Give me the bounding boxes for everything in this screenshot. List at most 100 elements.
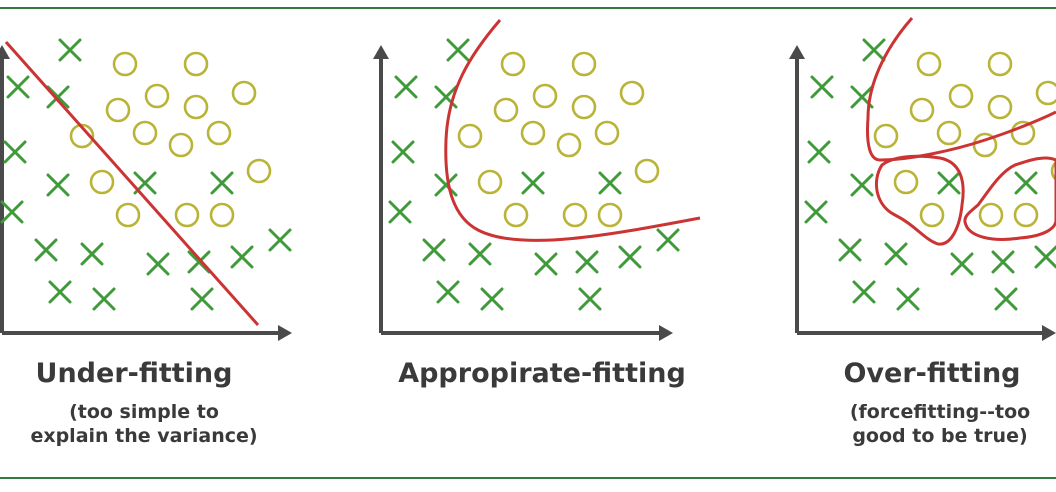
- panel-3-circle-point: [1010, 120, 1036, 146]
- panel-2-cross-point: [434, 173, 458, 197]
- panel-2-cross-point: [436, 280, 460, 304]
- panel-3-circle-point: [1035, 80, 1056, 106]
- panel-3-circle-point: [987, 51, 1013, 77]
- panel-1-cross-point: [0, 200, 24, 224]
- panel-3-cross-point: [950, 252, 974, 276]
- panel-3-cross-point: [994, 287, 1018, 311]
- panel-2-circle-point: [597, 202, 623, 228]
- panel-2-circle-point: [520, 120, 546, 146]
- panel-1-cross-point: [3, 140, 27, 164]
- panel-2-circle-point: [594, 120, 620, 146]
- panel-1-cross-point: [92, 287, 116, 311]
- overfitting-subtitle-line-1: (forcefitting--too: [849, 401, 1031, 423]
- panel-2-y-axis-arrow: [373, 45, 389, 59]
- panel-1-cross-point: [48, 280, 72, 304]
- panel-2-cross-point: [618, 245, 642, 269]
- panel-1-circle-point: [89, 169, 115, 195]
- panel-3-cross-point: [862, 38, 886, 62]
- panel-2-circle-point: [457, 123, 483, 149]
- underfitting-subtitle-line-2: explain the variance): [30, 425, 258, 447]
- panel-1-circle-point: [174, 202, 200, 228]
- overfitting-boundary-upper: [866, 17, 1056, 162]
- overfitting-boundary-right-loop: [963, 156, 1056, 241]
- panel-3-circle-point: [1050, 160, 1056, 182]
- appropriate-fitting-title: Appropirate-fitting: [398, 358, 686, 389]
- panel-3-cross-point: [804, 200, 828, 224]
- panel-1-circle-point: [231, 80, 257, 106]
- panel-3-circle-point: [919, 202, 945, 228]
- panel-1-circle-point: [132, 120, 158, 146]
- panel-1-circle-point: [144, 83, 170, 109]
- panel-3-circle-point: [948, 83, 974, 109]
- panel-3-cross-point: [1014, 171, 1038, 195]
- panel-2-circle-point: [619, 80, 645, 106]
- panel-2-cross-point: [656, 228, 680, 252]
- panel-1-cross-point: [46, 85, 70, 109]
- appropriate-fitting-curved-boundary: [444, 19, 701, 242]
- panel-2-cross-point: [388, 200, 412, 224]
- underfitting-subtitle: (too simple to explain the variance): [0, 400, 324, 448]
- panel-2-cross-point: [446, 38, 470, 62]
- panel-1-circle-point: [168, 132, 194, 158]
- panel-3-circle-point: [893, 169, 919, 195]
- panel-3-circle-point: [936, 120, 962, 146]
- panel-3-cross-point: [1034, 245, 1056, 269]
- panel-1-cross-point: [58, 38, 82, 62]
- panel-3-cross-point: [937, 171, 961, 195]
- underfitting-subtitle-line-1: (too simple to: [69, 401, 219, 423]
- panel-3-cross-point: [810, 75, 834, 99]
- panel-3-cross-point: [896, 287, 920, 311]
- panel-2-circle-point: [503, 202, 529, 228]
- panel-2-circle-point: [634, 158, 660, 184]
- overfitting-boundary-left-loop: [874, 154, 965, 246]
- overfitting-subtitle: (forcefitting--too good to be true): [760, 400, 1056, 448]
- panel-1-circle-point: [105, 97, 131, 123]
- panel-3-circle-point: [1013, 202, 1039, 228]
- panel-2-circle-point: [562, 202, 588, 228]
- panel-1-x-axis-arrow: [278, 325, 292, 341]
- panel-2-cross-point: [480, 287, 504, 311]
- panel-2-circle-point: [493, 97, 519, 123]
- panel-3-x-axis-arrow: [1042, 325, 1056, 341]
- panel-2-circle-point: [532, 83, 558, 109]
- panel-1-cross-point: [187, 250, 211, 274]
- panel-3-y-axis-arrow: [789, 45, 805, 59]
- panel-1-cross-point: [46, 173, 70, 197]
- panel-2-cross-point: [468, 242, 492, 266]
- overfitting-title: Over-fitting: [843, 358, 1021, 389]
- panel-2-cross-point: [394, 75, 418, 99]
- panel-2-cross-point: [575, 250, 599, 274]
- overfitting-subtitle-line-2: good to be true): [852, 425, 1028, 447]
- panel-3-circle-point: [978, 202, 1004, 228]
- panel-1-circle-point: [112, 51, 138, 77]
- panel-2-circle-point: [500, 51, 526, 77]
- panel-1-cross-point: [34, 238, 58, 262]
- panel-1-circle-point: [183, 51, 209, 77]
- panel-2-x-axis-arrow: [659, 325, 673, 341]
- panel-3-cross-point: [991, 250, 1015, 274]
- panel-3-circle-point: [873, 123, 899, 149]
- panel-1-cross-point: [210, 171, 234, 195]
- panel-3-cross-point: [850, 173, 874, 197]
- panel-3-cross-point: [838, 238, 862, 262]
- panel-3-circle-point: [916, 51, 942, 77]
- panel-1-circle-point: [183, 94, 209, 120]
- panel-2-cross-point: [534, 252, 558, 276]
- panel-1-cross-point: [80, 242, 104, 266]
- panel-2-circle-point: [571, 94, 597, 120]
- panel-2-circle-point: [477, 169, 503, 195]
- panel-2-cross-point: [578, 287, 602, 311]
- panel-1-cross-point: [268, 228, 292, 252]
- panel-1-y-axis-arrow: [0, 45, 10, 59]
- panel-3-circle-point: [987, 94, 1013, 120]
- underfitting-title: Under-fitting: [35, 358, 233, 389]
- panel-2-circle-point: [571, 51, 597, 77]
- panel-1-cross-point: [190, 287, 214, 311]
- panel-1-circle-point: [206, 120, 232, 146]
- panel-1-cross-point: [6, 75, 30, 99]
- frame-bottom-line: [0, 477, 1056, 479]
- panel-3-cross-point: [807, 140, 831, 164]
- panel-2-cross-point: [521, 171, 545, 195]
